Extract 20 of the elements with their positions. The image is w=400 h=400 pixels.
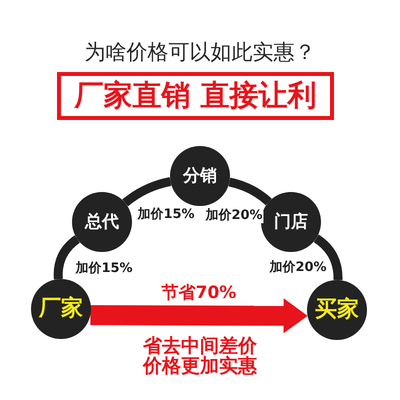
stage-circle: [72, 192, 132, 252]
edge-label: 加价20%: [268, 261, 328, 275]
banner-text: 厂家直销 直接让利: [74, 80, 317, 112]
edge-label: 加价20%: [204, 209, 264, 223]
stage-label: 总代: [85, 212, 119, 232]
edge-label: 节省70%: [160, 285, 238, 303]
edge-label: 加价15%: [74, 262, 134, 276]
note-text: 省去中间差价: [143, 336, 257, 356]
stage-circle: [261, 192, 321, 252]
title: 为啥价格可以如此实惠？: [84, 40, 316, 64]
stage-label: 厂家: [39, 296, 83, 322]
stage-label: 分销: [183, 166, 217, 186]
banner-box: [57, 72, 334, 120]
arrow: [90, 298, 308, 334]
connector-line: [122, 177, 172, 206]
connector-line: [228, 178, 272, 206]
edge-label: 加价15%: [136, 208, 196, 222]
stage-label: 门店: [274, 212, 308, 232]
stage-label: 买家: [315, 298, 359, 322]
note-text: 价格更加实惠: [143, 356, 257, 376]
